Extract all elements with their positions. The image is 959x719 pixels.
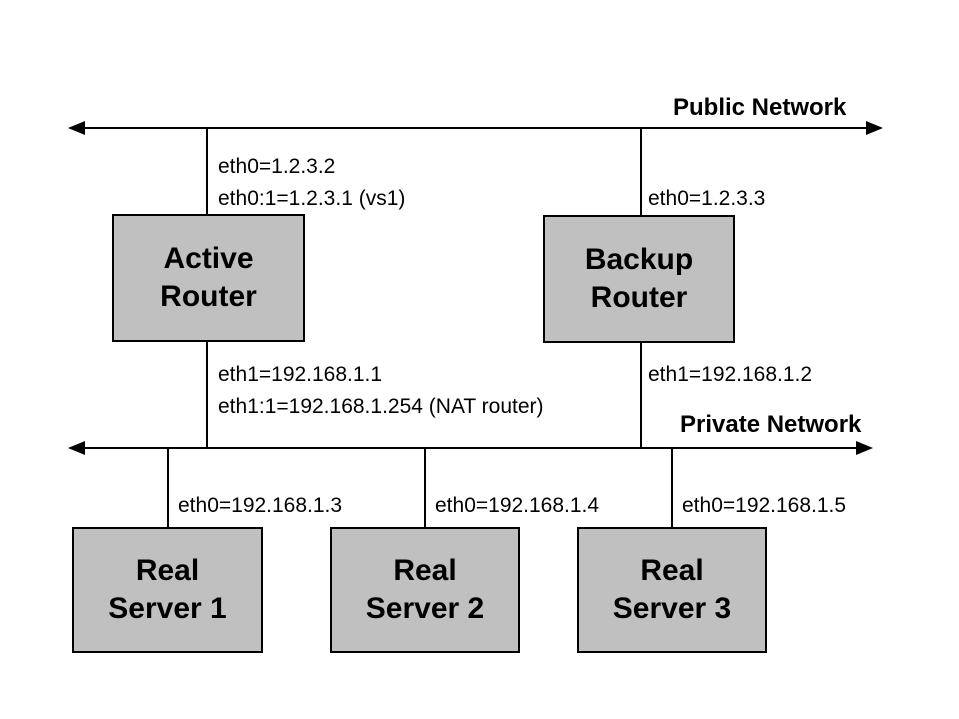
real-server-2-interface: eth0=192.168.1.4 <box>435 490 599 522</box>
iface-label: eth0=192.168.1.5 <box>682 494 847 517</box>
iface-label: eth0=1.2.3.2 <box>218 155 336 178</box>
backup-router-public-link <box>640 128 642 217</box>
node-name-line: Real <box>135 554 200 587</box>
node-name-line: Server 1 <box>108 592 227 625</box>
real-server-1-interface: eth0=192.168.1.3 <box>178 490 342 522</box>
node-name-line: Real <box>640 554 704 587</box>
iface-label: eth0:1=1.2.3.1 (vs1) <box>218 187 406 210</box>
active-router-box: Active Router <box>112 214 305 342</box>
public-network-label: Public Network <box>673 94 847 121</box>
active-router-private-link <box>206 342 208 448</box>
private-network-right-arrow-icon <box>856 441 873 455</box>
public-network-line <box>70 127 870 129</box>
node-name-line: Server 3 <box>612 592 732 625</box>
real-server-2-name: Real Server 2 <box>366 552 484 628</box>
private-network-line <box>70 447 860 449</box>
backup-router-private-interface: eth1=192.168.1.2 <box>648 359 812 391</box>
real-server-3-interface: eth0=192.168.1.5 <box>682 490 846 522</box>
backup-router-public-interface: eth0=1.2.3.3 <box>648 183 765 215</box>
real-server-2-box: Real Server 2 <box>330 527 520 653</box>
iface-label: eth1:1=192.168.1.254 (NAT router) <box>218 395 544 418</box>
public-network-left-arrow-icon <box>68 121 85 135</box>
iface-label: eth1=192.168.1.2 <box>648 363 813 386</box>
backup-router-private-link <box>640 343 642 448</box>
real-server-3-name: Real Server 3 <box>613 552 731 628</box>
private-network-label: Private Network <box>680 411 862 438</box>
real-server-3-box: Real Server 3 <box>577 527 767 653</box>
node-name-line: Real <box>393 554 457 587</box>
real-server-1-box: Real Server 1 <box>72 527 263 653</box>
real-server-1-name: Real Server 1 <box>108 552 226 628</box>
node-name-line: Active <box>163 242 254 275</box>
real-server-2-link <box>424 448 426 528</box>
backup-router-box: Backup Router <box>543 215 735 343</box>
iface-label: eth0=192.168.1.4 <box>435 494 600 517</box>
node-name-line: Server 2 <box>365 592 485 625</box>
node-name-line: Router <box>160 280 257 313</box>
iface-label: eth0=192.168.1.3 <box>178 494 343 517</box>
real-server-3-link <box>671 448 673 528</box>
node-name-line: Backup <box>584 243 694 276</box>
iface-label: eth1=192.168.1.1 <box>218 363 383 386</box>
active-router-public-link <box>206 128 208 216</box>
private-network-left-arrow-icon <box>68 441 85 455</box>
public-network-right-arrow-icon <box>866 121 883 135</box>
real-server-1-link <box>167 448 169 528</box>
iface-label: eth0=1.2.3.3 <box>648 187 766 210</box>
active-router-private-interfaces: eth1=192.168.1.1 eth1:1=192.168.1.254 (N… <box>218 359 544 423</box>
active-router-public-interfaces: eth0=1.2.3.2 eth0:1=1.2.3.1 (vs1) <box>218 151 405 215</box>
node-name-line: Router <box>590 281 688 314</box>
backup-router-name: Backup Router <box>585 241 693 317</box>
active-router-name: Active Router <box>160 240 257 316</box>
